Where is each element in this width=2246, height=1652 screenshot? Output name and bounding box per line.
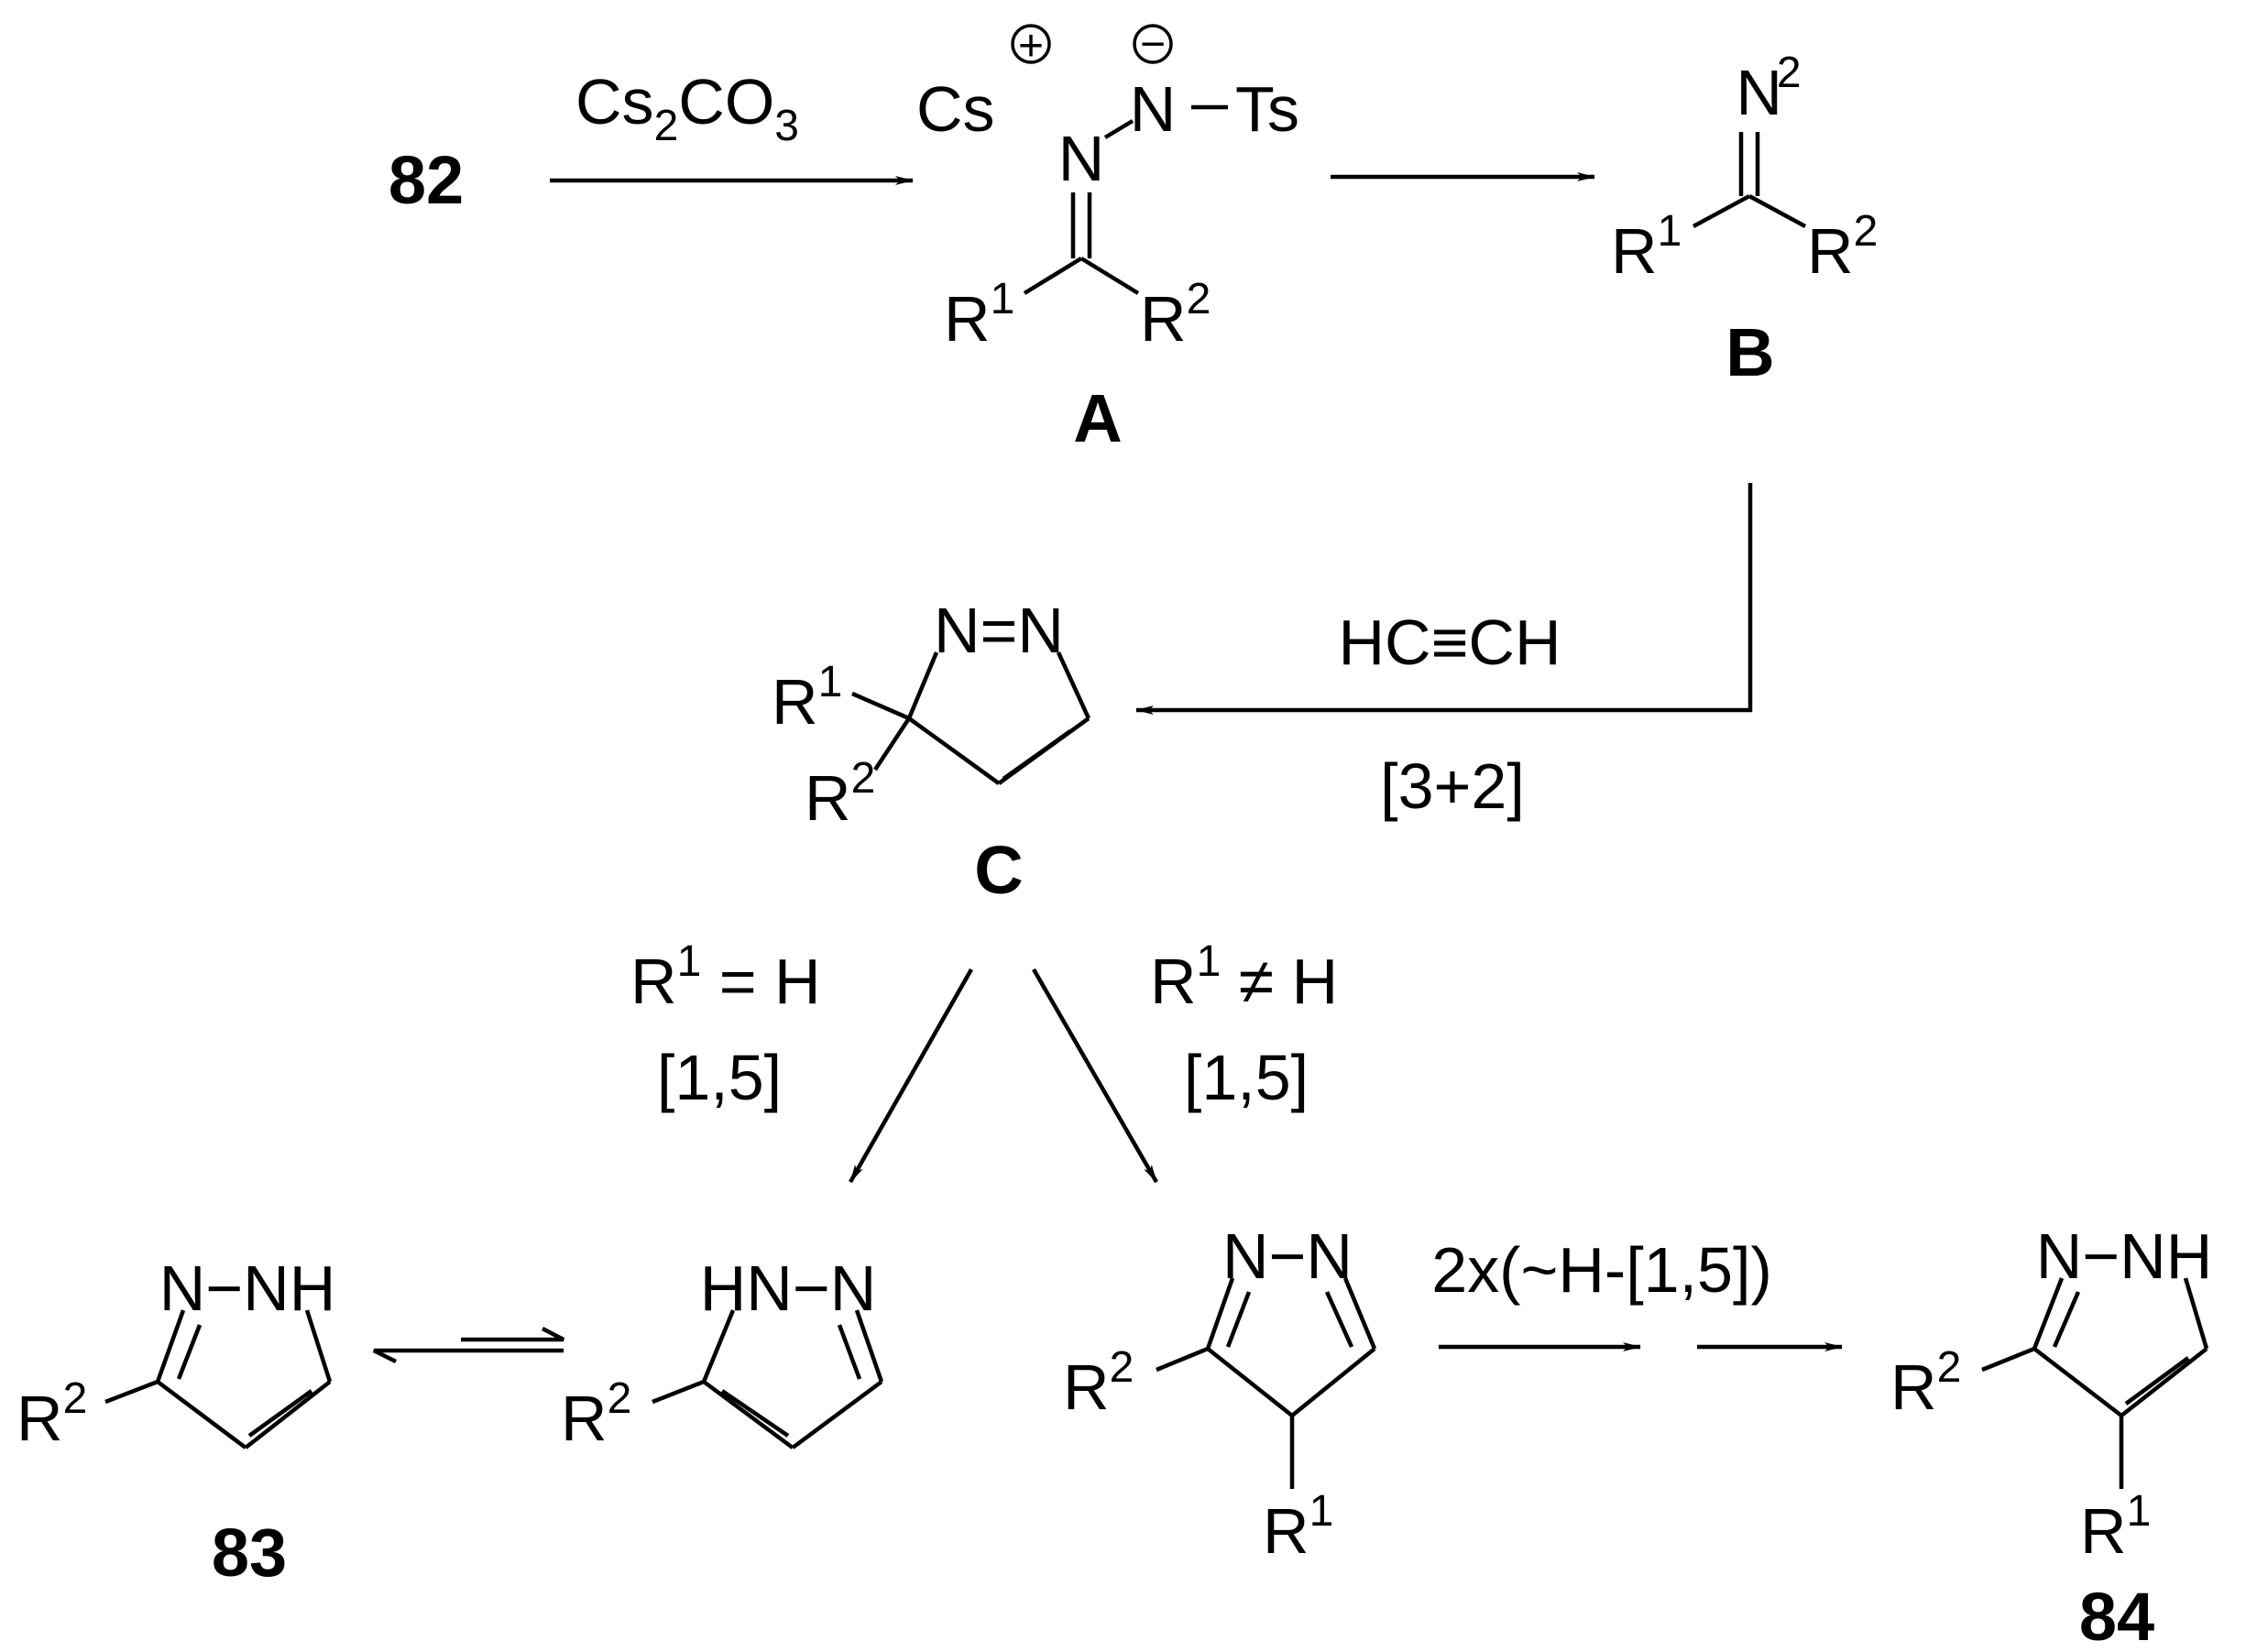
bond: [851, 691, 910, 721]
shift-label-right: [1,5]: [1184, 1042, 1309, 1113]
bond: [701, 1309, 736, 1383]
compound-label-84: 84: [2079, 1579, 2154, 1652]
arrow-B-to-C: [1135, 483, 1753, 715]
substituent-R2: R2: [1063, 1343, 1134, 1423]
substituent-R1: R1: [944, 275, 1014, 355]
tautomer-1H-pyrazole: HN−N R2: [561, 1253, 884, 1454]
bond: [2032, 1347, 2123, 1417]
double-bond-line: [247, 1389, 313, 1438]
bond: [1056, 651, 1091, 719]
bond: [907, 717, 1001, 785]
bond: [873, 717, 911, 771]
double-shift-label: 2x(~H-[1,5]): [1431, 1234, 1772, 1306]
product-83: N−NH R2: [16, 1253, 335, 1454]
arrow-C-to-right: [1032, 968, 1158, 1184]
intermediate-B: N2 R1 R2: [1611, 49, 1878, 287]
bond: [1290, 1347, 1376, 1417]
bond: [906, 651, 939, 719]
compound-label-B: B: [1726, 314, 1774, 390]
double-bond-line: [720, 1389, 790, 1438]
bond: [2183, 1277, 2209, 1350]
bond: [244, 1380, 332, 1450]
bond: [1342, 1277, 1377, 1350]
bond: [1205, 1277, 1235, 1350]
bond: [1156, 1346, 1209, 1373]
bond: [2120, 1347, 2208, 1417]
compound-label-83: 83: [212, 1515, 287, 1591]
condition-R1-equals-H: R1 = H: [630, 937, 821, 1017]
equilibrium-forward: [461, 1327, 565, 1342]
double-bond-line: [837, 1324, 862, 1380]
compound-label-A: A: [1073, 380, 1122, 456]
tosyl-group: Ts: [1235, 73, 1299, 145]
bond: [1747, 194, 1807, 228]
compound-label-C: C: [974, 832, 1023, 908]
bond: [1079, 257, 1140, 295]
shift-label-left: [1,5]: [657, 1042, 782, 1113]
substituent-R2: R2: [1140, 275, 1211, 355]
bond: [2032, 1277, 2065, 1350]
bond: [1023, 257, 1083, 295]
atom-N-imine: N: [1058, 123, 1105, 194]
intermediate-A: Cs + − N Ts N R1 R2: [916, 20, 1299, 355]
minus-charge-icon: [1133, 24, 1173, 64]
bond: [156, 1380, 247, 1450]
bond: [1692, 194, 1751, 228]
bond: [304, 1309, 333, 1383]
bond: [155, 1309, 186, 1383]
plus-sign: +: [1018, 22, 1044, 71]
minus-sign: −: [1140, 20, 1166, 69]
substituent-R2: R2: [1807, 207, 1878, 287]
cycloaddition-label: [3+2]: [1380, 750, 1525, 822]
atoms-N-NH: N−NH: [2036, 1220, 2213, 1292]
substituent-R2: R2: [1890, 1343, 1961, 1423]
bond: [854, 1309, 884, 1383]
double-bond-line: [2124, 1356, 2190, 1406]
reagent-alkyne: HC≡CH: [1338, 607, 1561, 678]
atoms-HN-N: HN−N: [700, 1253, 877, 1324]
bond: [104, 1379, 159, 1405]
substituent-R2: R2: [561, 1374, 631, 1454]
substituent-R2: R2: [805, 754, 875, 834]
intermediate-4H-pyrazole: N−N R2 R1: [1063, 1220, 1377, 1567]
bond: [1981, 1346, 2035, 1373]
substituent-R1: R1: [1611, 207, 1682, 287]
cesium-cation: Cs: [916, 73, 995, 145]
double-bond-line: [1002, 729, 1072, 781]
arrow-C-to-left: [849, 968, 973, 1184]
atoms-N-N: N−N: [1222, 1220, 1353, 1292]
condition-R1-not-H: R1 ≠ H: [1150, 937, 1338, 1017]
double-bond-line: [1324, 1291, 1354, 1348]
double-bond-line: [176, 1324, 203, 1380]
bond: [1206, 1347, 1294, 1417]
atom-N-anion: N: [1130, 73, 1177, 145]
substituent-R2: R2: [16, 1374, 87, 1454]
intermediate-C: N=N R1 R2: [772, 595, 1091, 834]
substituent-R1: R1: [2080, 1487, 2151, 1567]
bond: [1103, 119, 1134, 139]
product-84: N−NH R2 R1: [1890, 1220, 2212, 1567]
double-bond-line: [1225, 1291, 1252, 1348]
reagent-base: Cs2CO3: [575, 66, 799, 150]
substituent-R1: R1: [1263, 1487, 1333, 1567]
bond: [702, 1380, 794, 1450]
equilibrium-arrows: [372, 1327, 565, 1364]
compound-label-82: 82: [389, 142, 464, 218]
atoms-N-N: N=N: [934, 595, 1064, 666]
diazo-N2: N2: [1736, 49, 1801, 128]
plus-charge-icon: [1011, 24, 1051, 64]
equilibrium-reverse: [372, 1348, 564, 1364]
substituent-R1: R1: [772, 658, 842, 738]
bond: [791, 1380, 883, 1450]
bond: [652, 1379, 705, 1405]
double-bond-line: [2052, 1291, 2081, 1348]
